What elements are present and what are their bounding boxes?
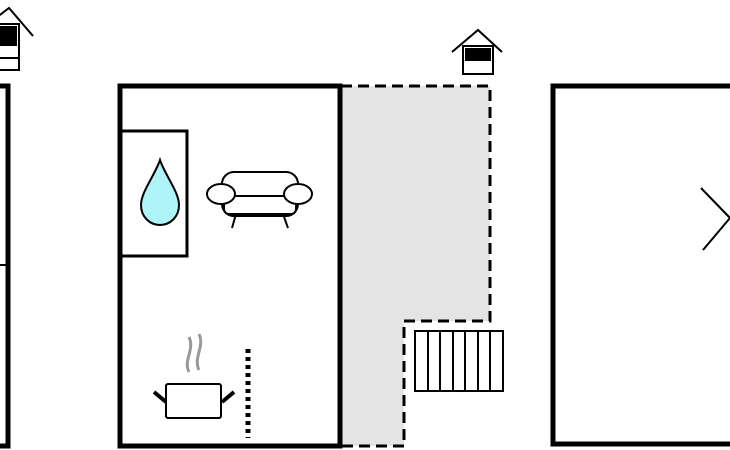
room-right [550,83,730,447]
bed-icon [700,187,730,251]
stairs-icon [414,330,504,392]
terrace [339,84,492,448]
cooking-pot-icon [152,333,236,419]
house-icon [451,28,503,75]
house-icon [0,6,34,71]
water-drop-icon [139,156,181,227]
sofa-icon [206,171,313,229]
room-left-partial [0,83,11,449]
